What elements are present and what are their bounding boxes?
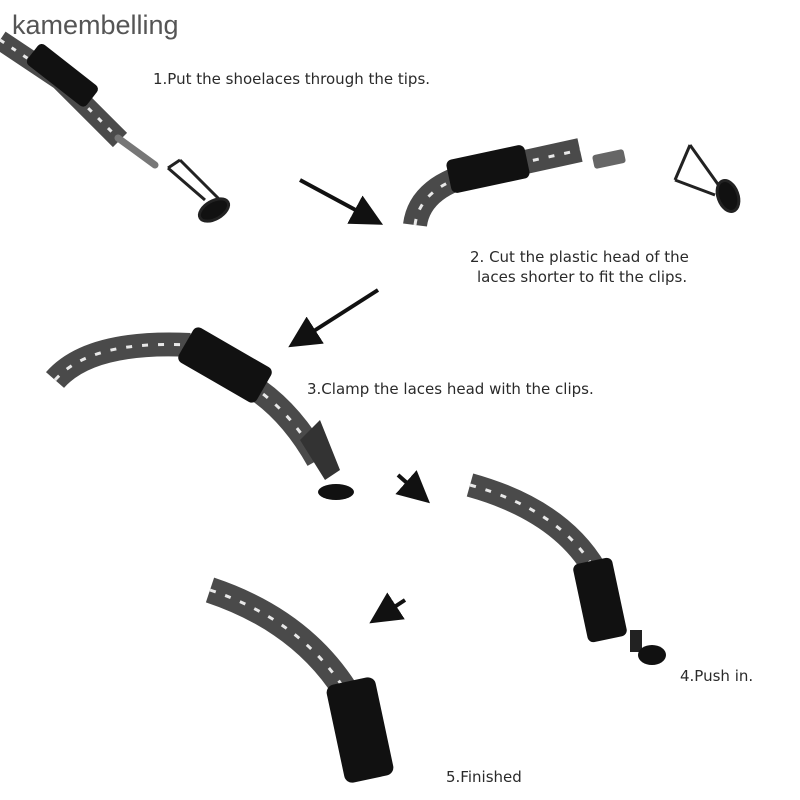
step3-lace <box>45 327 354 500</box>
step2-caption-line2: laces shorter to fit the clips. <box>477 268 688 286</box>
step1-caption: 1.Put the shoelaces through the tips. <box>153 70 431 88</box>
step2-clip <box>673 144 741 213</box>
arrow-4 <box>369 592 407 624</box>
step4-lace <box>466 473 666 665</box>
arrow-1 <box>299 178 384 225</box>
watermark: kamembelling <box>12 10 179 40</box>
step1-clip <box>167 158 231 223</box>
arrow-2 <box>288 288 380 348</box>
step5-caption: 5.Finished <box>446 768 522 786</box>
step2-caption-line1: 2. Cut the plastic head of the <box>470 248 689 266</box>
arrow-3 <box>395 470 430 504</box>
step2-lace <box>403 138 626 228</box>
step4-caption: 4.Push in. <box>680 667 754 685</box>
step5-lace <box>205 577 394 783</box>
step3-caption: 3.Clamp the laces head with the clips. <box>307 380 594 398</box>
step1-lace <box>0 31 159 169</box>
